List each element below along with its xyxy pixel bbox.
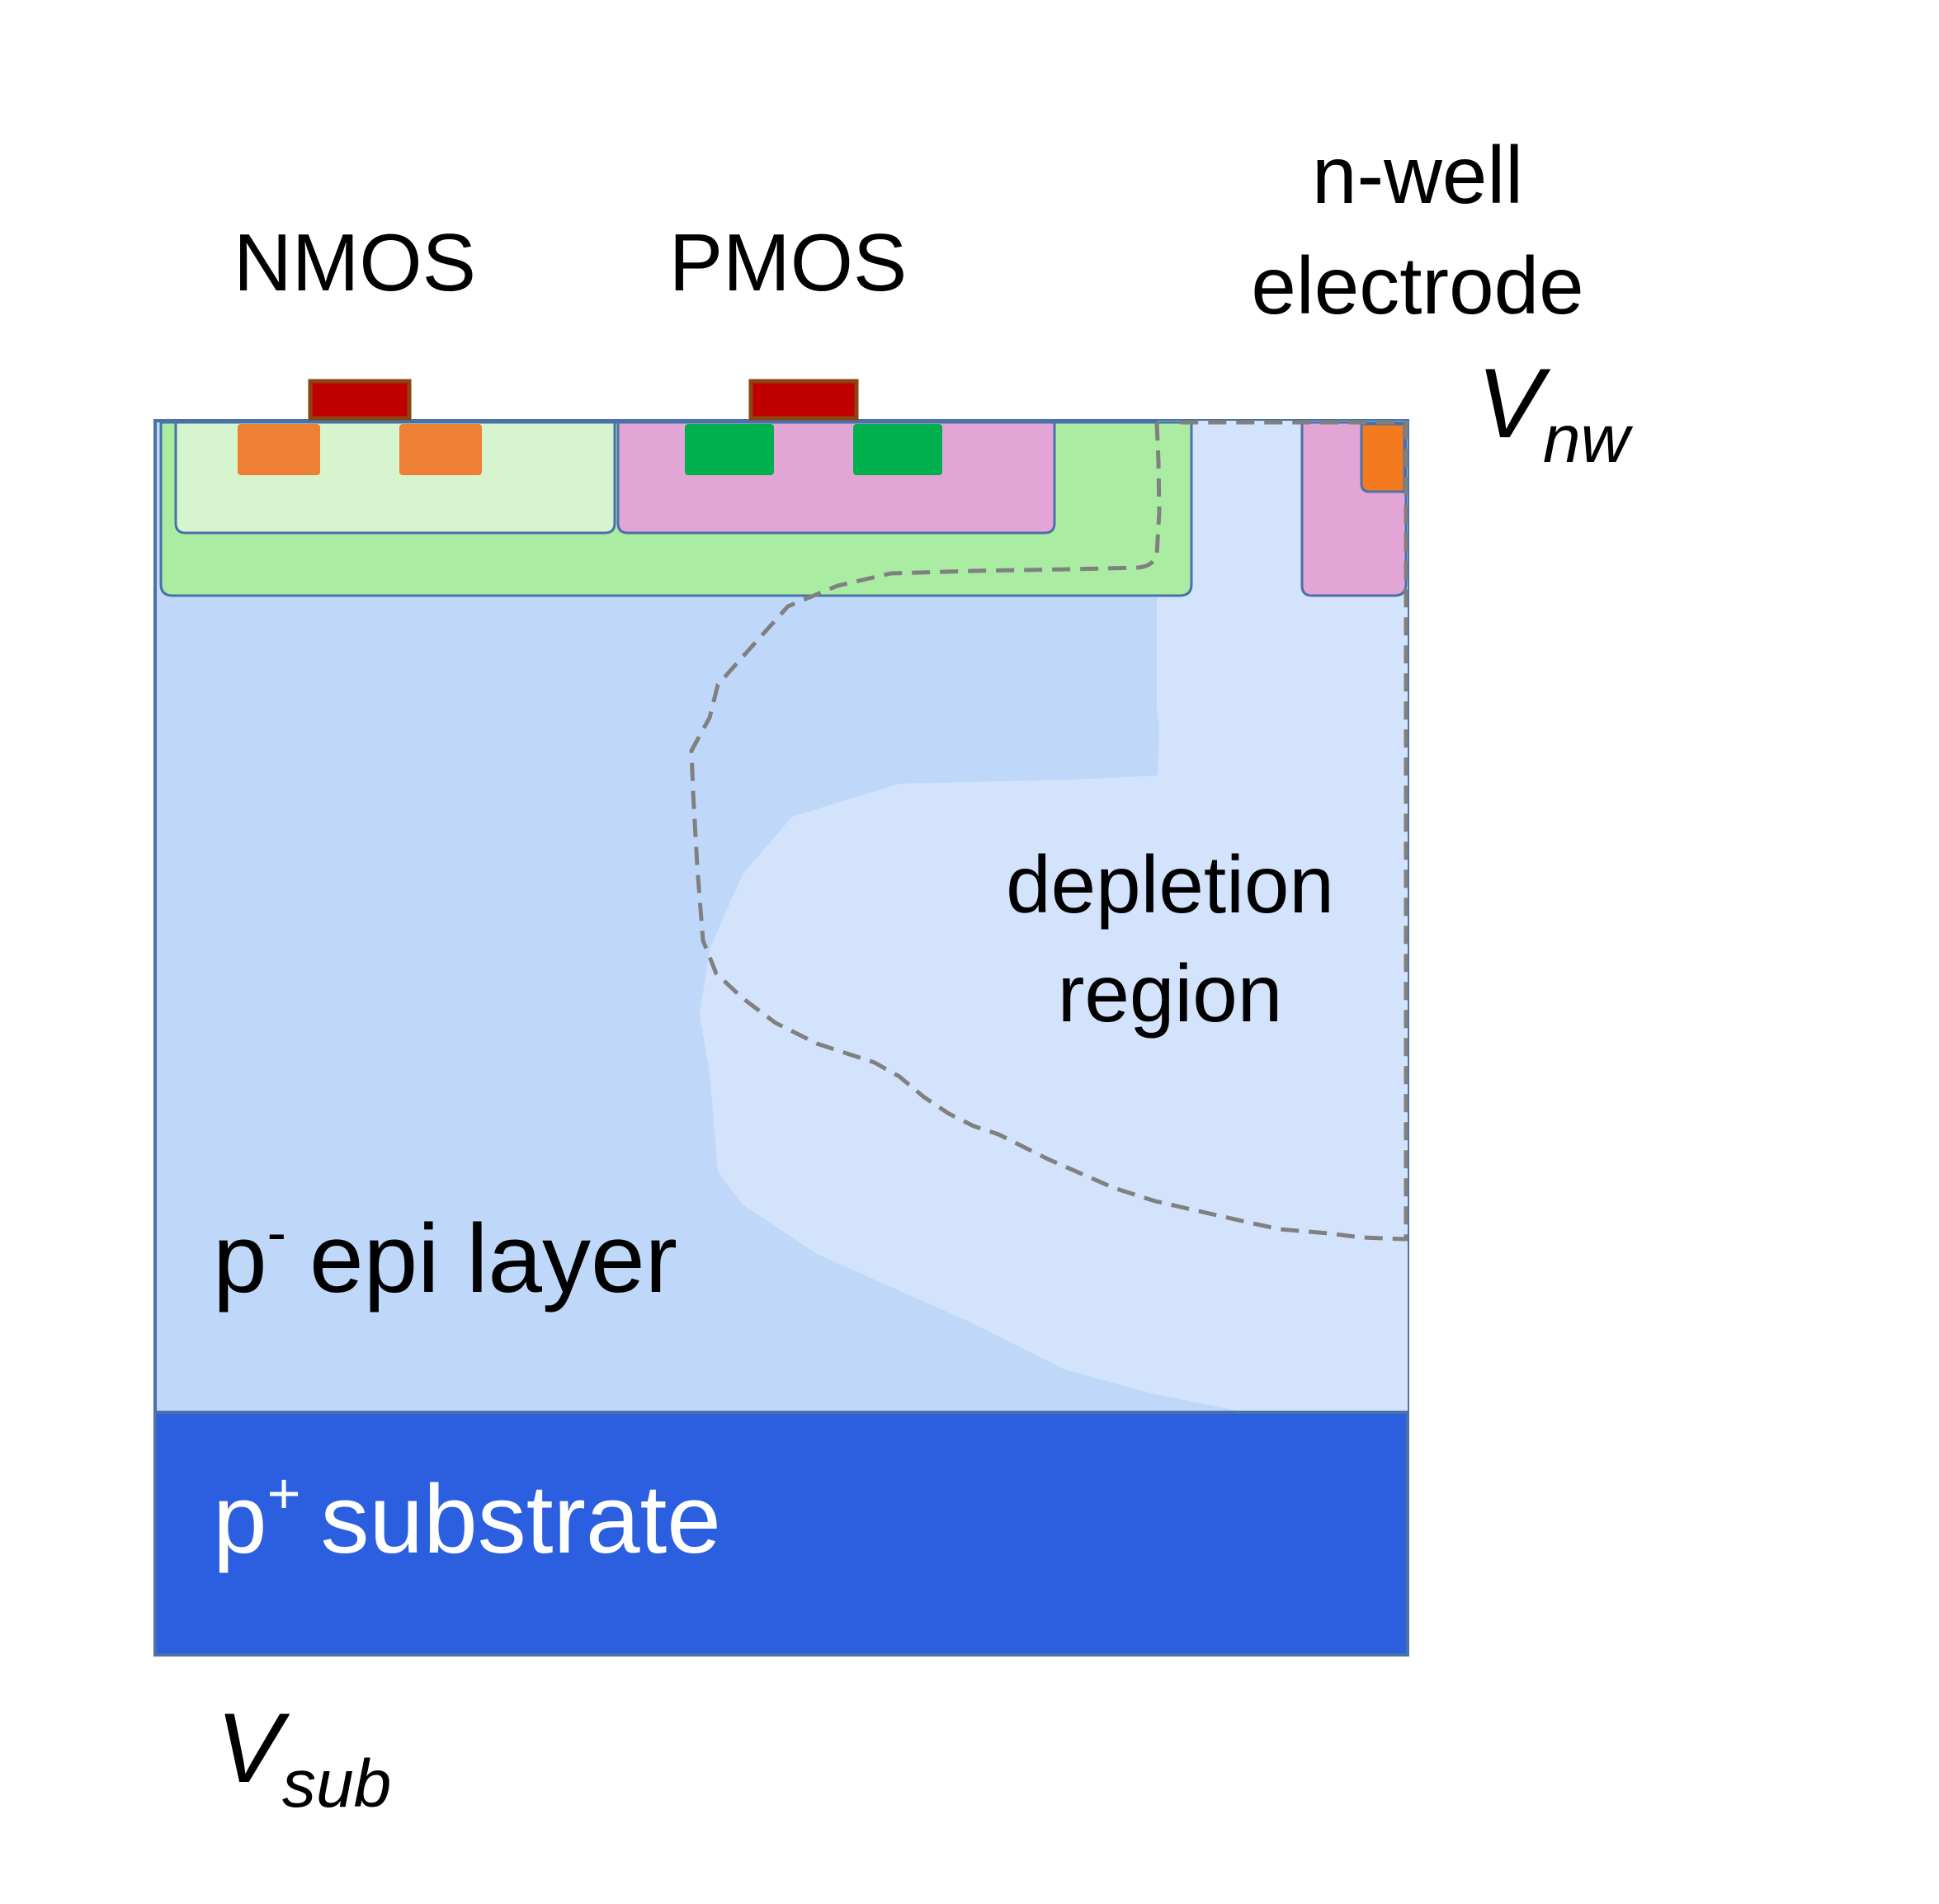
substrate-label: p+ substrate — [213, 1461, 721, 1574]
epi-superscript: - — [267, 1200, 286, 1265]
vsub-label: Vsub — [216, 1693, 391, 1822]
nmos-source — [238, 424, 320, 475]
vnw-subscript: nw — [1543, 402, 1634, 477]
depletion-label-line1: depletion — [1006, 839, 1334, 930]
depletion-label-line2: region — [1058, 948, 1282, 1039]
vsub-main: V — [216, 1693, 290, 1803]
nmos-gate — [308, 379, 412, 421]
pmos-gate — [748, 379, 859, 421]
vnw-main: V — [1477, 348, 1551, 459]
epi-rest: epi layer — [309, 1204, 677, 1313]
pmos-label: PMOS — [669, 217, 908, 308]
vnw-label: Vnw — [1477, 348, 1634, 477]
epi-p: p — [213, 1204, 267, 1313]
substrate-p: p — [213, 1465, 267, 1574]
depletion-boundary — [689, 420, 1408, 1242]
p-plus-substrate — [153, 1411, 1409, 1657]
n-well-label-line1: n-well — [1312, 130, 1523, 220]
nmos-label: NMOS — [234, 217, 476, 308]
substrate-rest: substrate — [321, 1465, 721, 1574]
n-well-label-line2: electrode — [1251, 240, 1583, 331]
pmos-drain — [853, 424, 942, 475]
pmos-source — [685, 424, 774, 475]
substrate-superscript: + — [267, 1461, 301, 1525]
vsub-subscript: sub — [282, 1746, 391, 1822]
epi-layer-label: p-epi layer — [213, 1200, 677, 1313]
nmos-drain — [399, 424, 482, 475]
n-well-pmos — [616, 421, 1056, 535]
electrode-contact — [1360, 422, 1406, 493]
depletion-region — [700, 421, 1408, 1423]
